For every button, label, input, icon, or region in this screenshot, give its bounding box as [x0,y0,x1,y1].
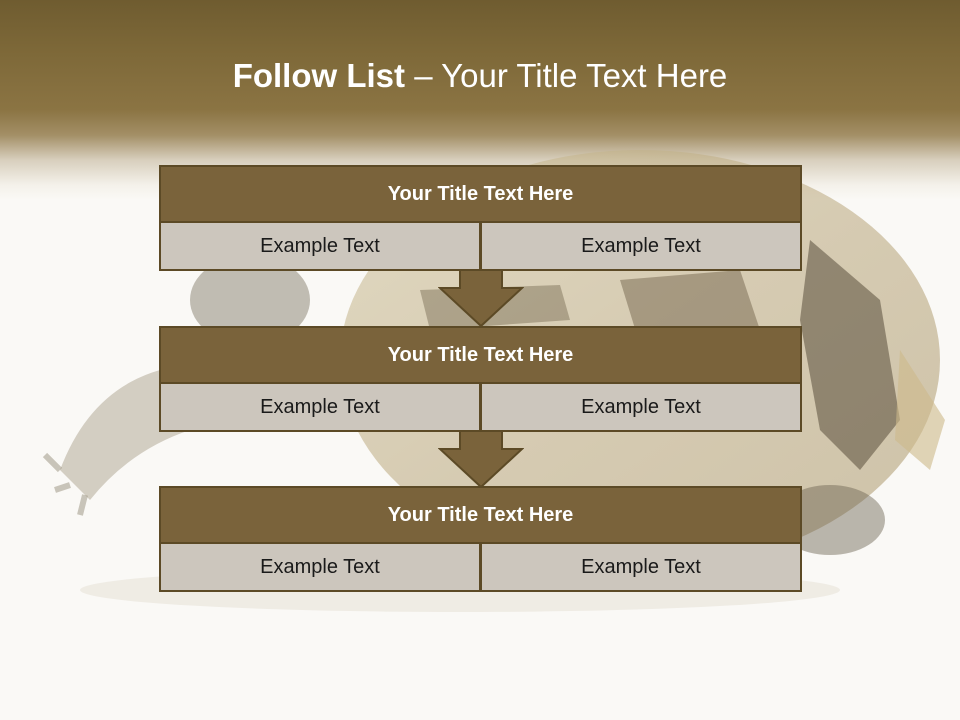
down-arrow-icon [438,270,524,328]
block-title: Your Title Text Here [159,165,802,223]
slide-title-rest: – Your Title Text Here [405,57,728,94]
block-title: Your Title Text Here [159,326,802,384]
list-block-1: Your Title Text Here Example Text Exampl… [159,165,802,273]
block-cell-right: Example Text [480,542,802,592]
block-cell-right: Example Text [480,221,802,271]
list-block-2: Your Title Text Here Example Text Exampl… [159,326,802,434]
block-cell-right: Example Text [480,382,802,432]
block-cell-left: Example Text [159,382,481,432]
slide-title-bold: Follow List [232,57,406,94]
slide-title: Follow List – Your Title Text Here [0,52,960,100]
down-arrow-icon [438,431,524,489]
block-title: Your Title Text Here [159,486,802,544]
block-cell-left: Example Text [159,221,481,271]
block-cell-left: Example Text [159,542,481,592]
list-block-3: Your Title Text Here Example Text Exampl… [159,486,802,594]
